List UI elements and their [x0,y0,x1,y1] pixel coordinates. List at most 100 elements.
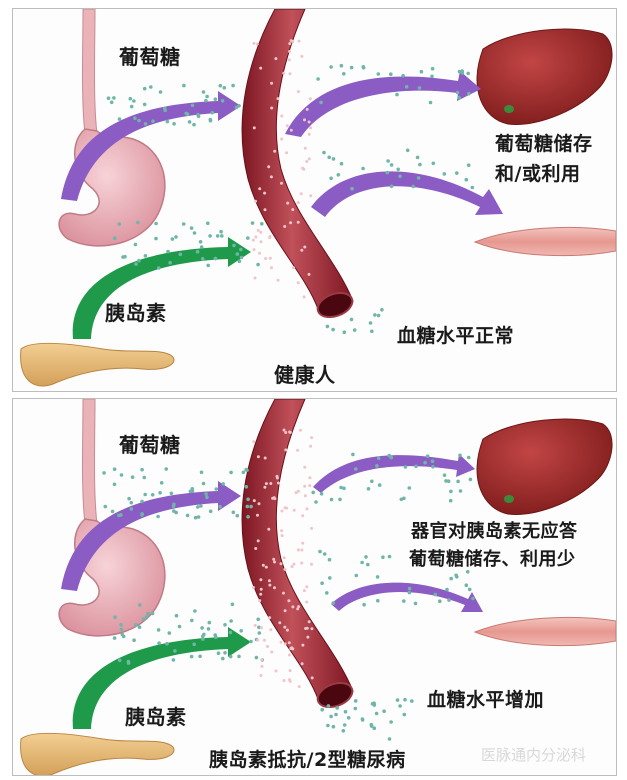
glucose-dot [293,563,296,566]
glucose-dot [231,603,235,607]
glucose-dot [377,314,381,318]
glucose-dot [199,504,203,508]
glucose-dot [329,65,333,69]
glucose-dot [254,547,257,550]
glucose-dot [267,528,270,531]
glucose-dot [283,679,286,682]
glucose-dot [273,586,276,589]
glucose-dot [310,563,313,566]
glucose-dot [289,669,292,672]
glucose-dot [218,505,222,509]
glucose-dot [280,115,283,118]
glucose-dot [273,150,276,153]
glucose-dot [364,555,368,559]
glucose-dot [377,457,381,461]
glucose-dot [202,90,206,94]
glucose-dot [382,709,386,713]
glucose-dot [426,454,430,458]
glucose-dot [361,717,365,721]
glucose-dot [188,120,192,124]
glucose-dot [269,482,272,485]
glucose-dot [118,222,122,226]
glucose-dot [447,598,451,602]
glucose-dot [102,471,106,475]
glucose-dot [388,555,392,559]
glucose-dot [159,90,163,94]
glucose-dot [113,483,117,487]
glucose-dot [246,515,250,519]
glucose-dot [303,485,306,488]
glucose-dot [370,480,374,484]
glucose-dot [157,266,161,270]
glucose-dot [282,72,285,75]
glucose-dot [282,592,285,595]
glucose-dot [216,234,220,238]
glucose-dot [318,550,322,554]
muscle [475,227,616,255]
glucose-dot [171,237,175,241]
glucose-dot [205,95,209,99]
glucose-dot [137,119,141,123]
glucose-dot [283,568,286,571]
glucose-dot [257,455,260,458]
glucose-dot [471,597,475,601]
glucose-dot [305,585,308,588]
glucose-dot [361,167,365,171]
glucose-dot [160,481,164,485]
glucose-dot [242,471,246,475]
glucose-dot [168,631,172,635]
glucose-dot [285,151,288,154]
glucose-dot [214,257,218,261]
glucose-dot [256,263,260,267]
glucose-dot [290,129,293,132]
glucose-dot [309,445,312,448]
glucose-dot [403,713,407,717]
glucose-dot [288,654,291,657]
glucose-dot [273,561,276,564]
glucose-dot [283,429,286,432]
glucose-dot [376,599,380,603]
glucose-dot [270,107,273,110]
glucose-dot [289,72,292,75]
glucose-dot [190,655,194,659]
glucose-dot [390,185,394,189]
glucose-dot [297,201,300,204]
glucose-dot [246,498,250,502]
glucose-dot [138,603,142,607]
glucose-dot [219,84,223,88]
glucose-dot [259,231,262,234]
glucose-dot [319,101,323,105]
glucose-dot [200,245,204,249]
glucose-dot [376,575,380,579]
glucose-dot [322,151,326,155]
glucose-dot [172,509,176,513]
glucose-dot [182,222,186,226]
glucose-dot [229,631,233,635]
glucose-dot [194,516,198,520]
glucose-dot [309,97,312,100]
glucose-dot [310,436,313,439]
insulin-label: 胰岛素 [105,297,167,326]
glucose-dot [196,250,200,254]
glucose-dot [467,456,471,460]
glucose-dot [254,277,257,280]
glucose-dot [264,208,267,211]
glucose-dot [304,627,307,630]
glucose-dot [144,122,148,126]
glucose-dot [259,578,262,581]
glucose-dot [300,549,303,552]
glucose-dot [272,558,275,561]
glucose-dot [303,118,306,121]
glucose-dot [320,492,324,496]
glucose-dot [252,440,255,443]
glucose-dot [468,588,472,592]
glucose-dot [286,124,289,127]
glucose-dot [204,99,208,103]
glucose-dot [332,601,336,605]
glucose-dot [259,593,262,596]
glucose-dot [375,712,379,716]
glucose-dot [258,599,261,602]
glucose-dot [301,542,304,545]
glucose-dot [196,505,200,509]
glucose-dot [354,707,358,711]
